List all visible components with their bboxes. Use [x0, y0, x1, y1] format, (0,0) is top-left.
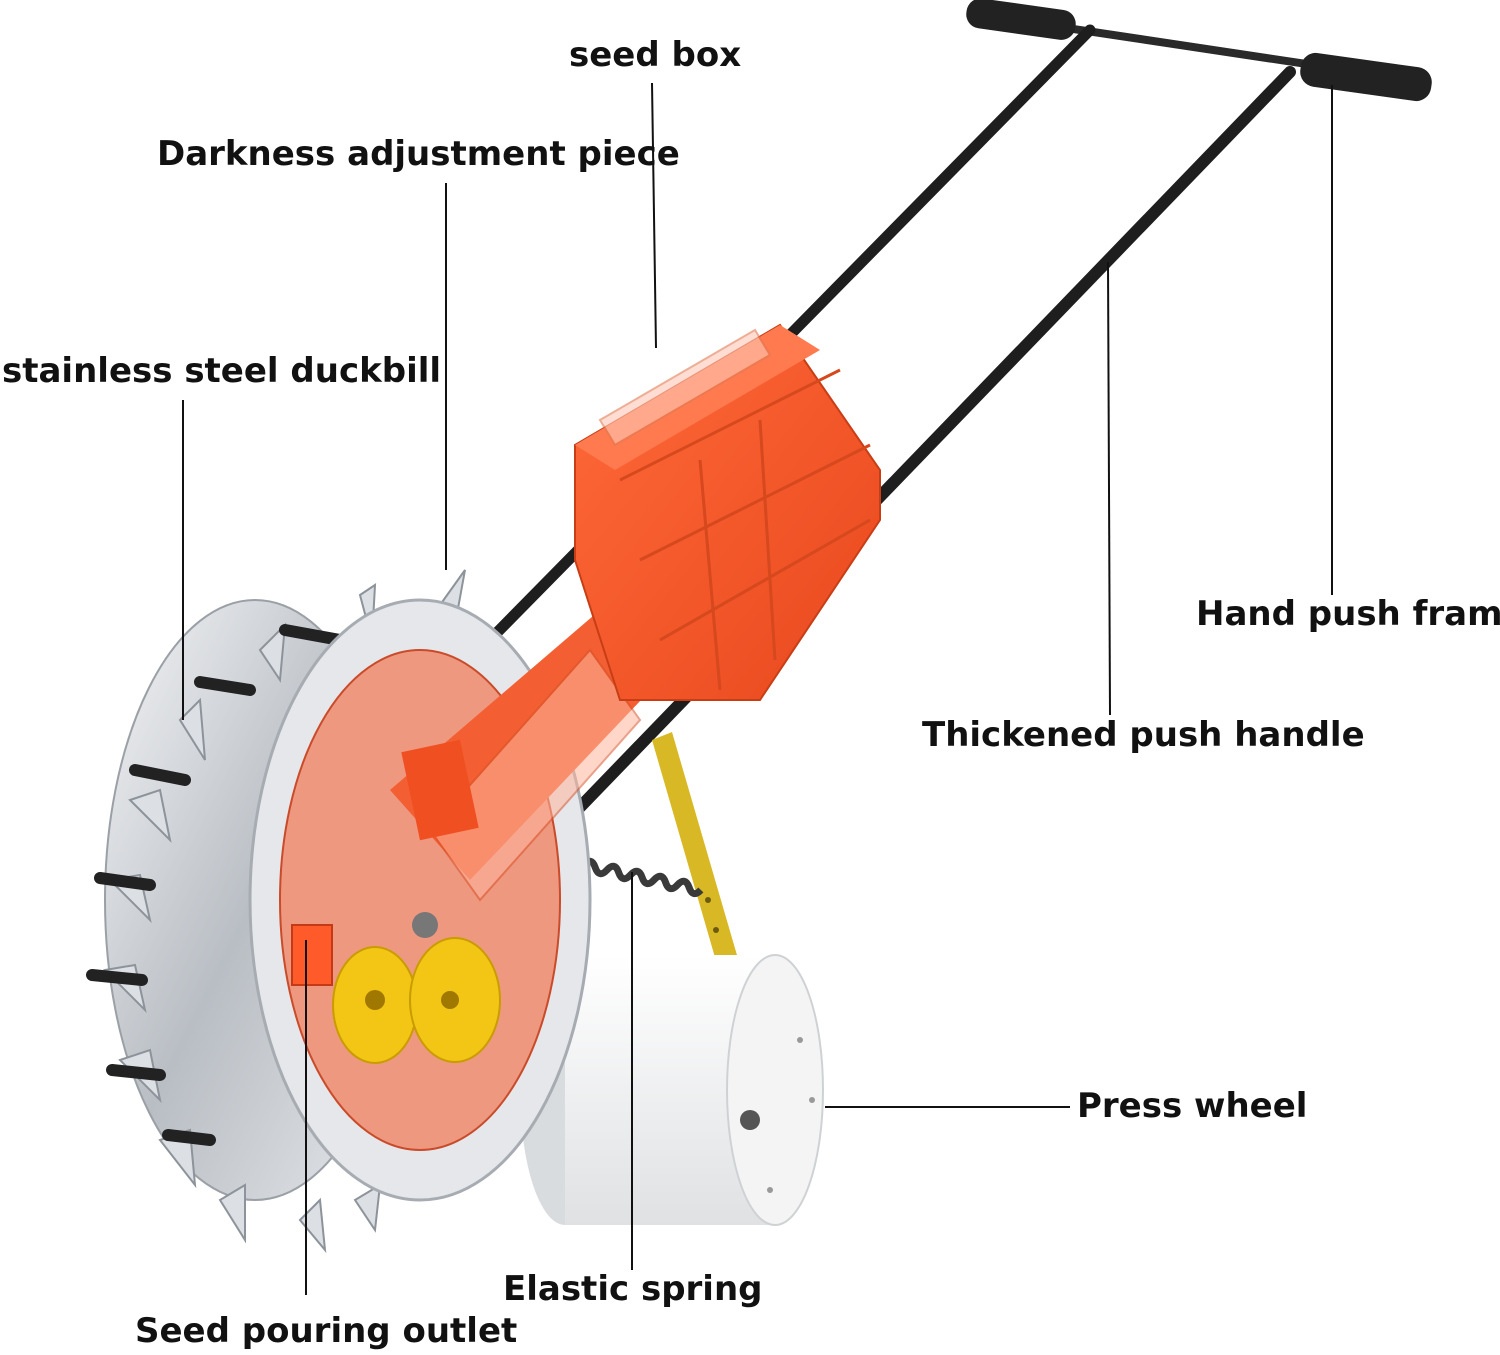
- seed-box: [574, 323, 881, 701]
- label-darkness-adjustment-piece: Darkness adjustment piece: [157, 134, 680, 174]
- label-hand-push-frame: Hand push frame: [1196, 594, 1500, 634]
- leader-lines: [182, 82, 1333, 1295]
- label-elastic-spring: Elastic spring: [503, 1269, 763, 1309]
- label-press-wheel: Press wheel: [1077, 1086, 1308, 1126]
- seed-pouring-outlet: [291, 924, 333, 986]
- seeding-wheel: [86, 569, 592, 1254]
- label-seed-box: seed box: [569, 35, 742, 75]
- duckbill-rods: [86, 624, 346, 1146]
- label-seed-pouring-outlet: Seed pouring outlet: [135, 1311, 518, 1351]
- seed-chute: [390, 610, 660, 902]
- label-stainless-steel-duckbill: stainless steel duckbill: [2, 351, 442, 391]
- seed-box-lid: [598, 328, 772, 447]
- label-thickened-push-handle: Thickened push handle: [922, 715, 1365, 755]
- press-wheel: [520, 954, 824, 1226]
- metering-gears: [332, 937, 501, 1064]
